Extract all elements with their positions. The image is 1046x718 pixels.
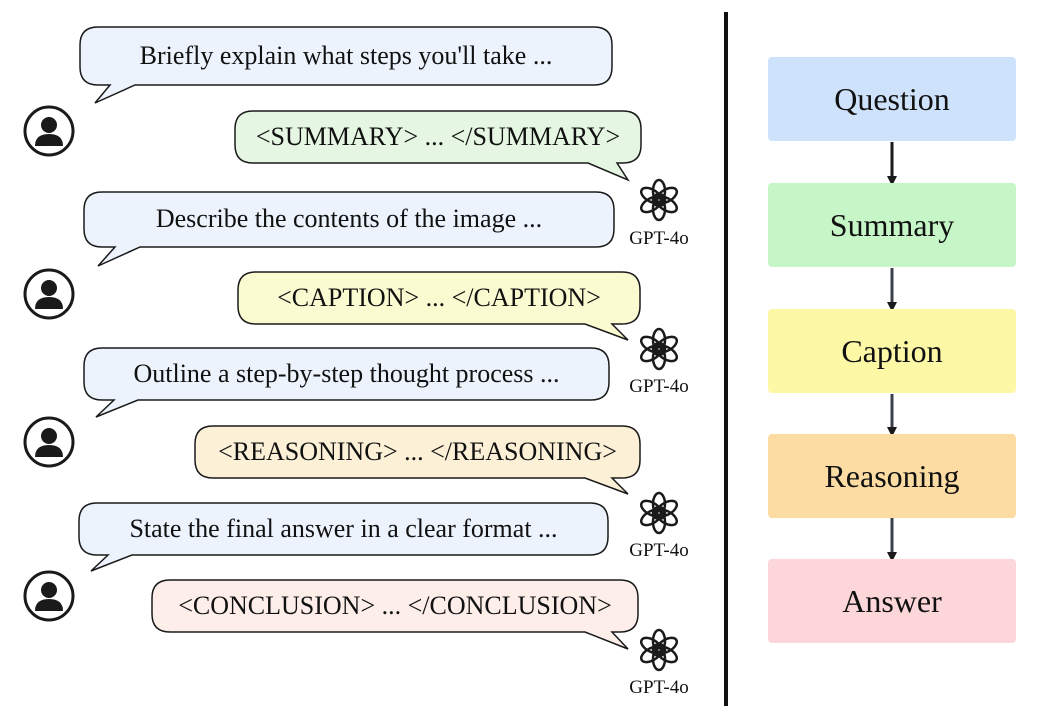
flow-box-reasoning: Reasoning [768,434,1016,518]
model-response-reasoning: <REASONING> ... </REASONING> [218,437,617,466]
user-prompt-2: Describe the contents of the image ... [155,204,543,233]
user-prompt-4: State the final answer in a clear format… [129,514,558,543]
openai-logo-icon [637,327,681,371]
user-bubble [83,347,610,418]
model-name-label: GPT-4o [629,376,689,397]
user-avatar-icon [23,570,75,622]
model-response-caption: <CAPTION> ... </CAPTION> [277,283,601,312]
user-bubble [78,502,609,572]
model-response-conclusion: <CONCLUSION> ... </CONCLUSION> [178,591,612,620]
user-avatar-icon [23,416,75,468]
section-divider [724,12,728,706]
flow-box-caption: Caption [768,309,1016,393]
model-name-label: GPT-4o [629,540,689,561]
flow-box-answer: Answer [768,559,1016,643]
user-bubble [79,26,613,104]
model-name-label: GPT-4o [629,228,689,249]
openai-logo-icon [637,491,681,535]
user-prompt-3: Outline a step-by-step thought process .… [133,359,560,388]
openai-logo-icon [637,178,681,222]
user-bubble [83,191,615,267]
model-bubble-conclusion [151,579,639,650]
flow-box-summary: Summary [768,183,1016,267]
model-bubble-summary [234,110,642,182]
model-response-summary: <SUMMARY> ... </SUMMARY> [255,122,621,151]
flow-box-question: Question [768,57,1016,141]
user-avatar-icon [23,268,75,320]
user-avatar-icon [23,105,75,157]
model-bubble-caption [237,271,641,341]
user-prompt-1: Briefly explain what steps you'll take .… [139,41,553,70]
model-bubble-reasoning [194,425,641,495]
model-name-label: GPT-4o [629,677,689,698]
openai-logo-icon [637,628,681,672]
